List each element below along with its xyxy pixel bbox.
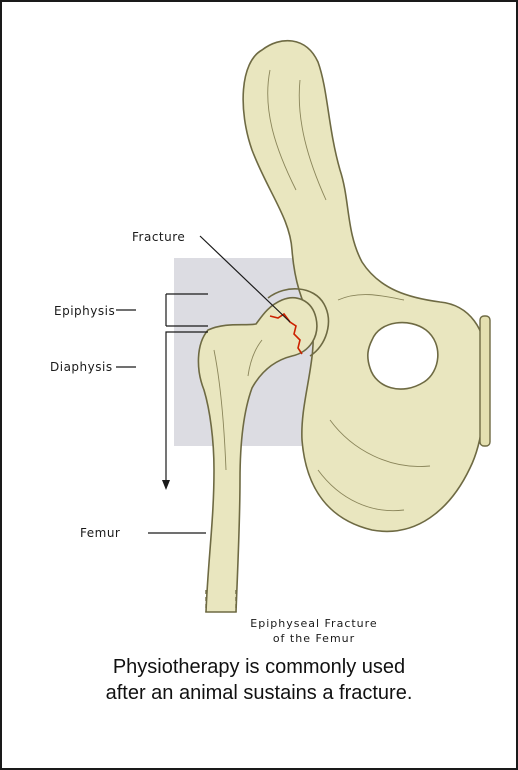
femur-label: Femur (80, 526, 120, 540)
hip-femur-illustration: Fracture Epiphysis Diaphysis Femur Epiph… (0, 0, 518, 650)
diaphysis-label: Diaphysis (50, 360, 113, 374)
epiphysis-label: Epiphysis (54, 304, 115, 318)
fracture-label: Fracture (132, 230, 185, 244)
figure-title-line2: of the Femur (273, 632, 355, 645)
obturator-foramen (368, 323, 438, 389)
caption-line1: Physiotherapy is commonly used (0, 654, 518, 680)
caption-line2: after an animal sustains a fracture. (0, 680, 518, 706)
caption: Physiotherapy is commonly used after an … (0, 654, 518, 706)
pubic-symphysis (480, 316, 490, 446)
figure-title-line1: Epiphyseal Fracture (250, 617, 377, 630)
diaphysis-arrowhead (162, 480, 170, 490)
